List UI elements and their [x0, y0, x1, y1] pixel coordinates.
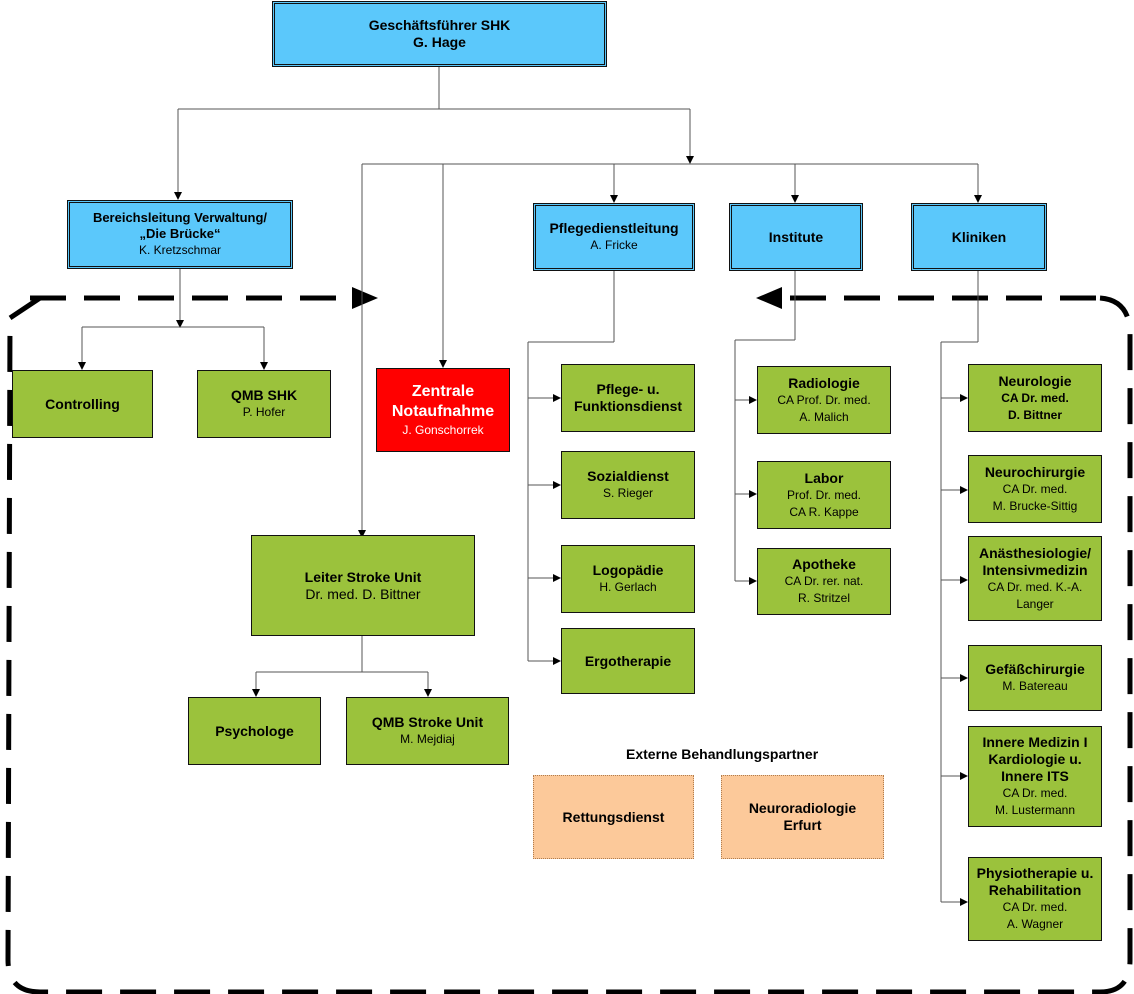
innere-line2: M. Lustermann	[994, 803, 1076, 817]
anaesthesie-title-2: Intensivmedizin	[982, 561, 1088, 578]
apotheke-line1: CA Dr. rer. nat.	[784, 574, 864, 588]
neurologie-title: Neurologie	[998, 372, 1072, 389]
physio-line1: CA Dr. med.	[1002, 900, 1068, 914]
anaesthesie-box: Anästhesiologie/ Intensivmedizin CA Dr. …	[968, 536, 1102, 621]
dashed-arrow-left	[756, 287, 782, 309]
apotheke-box: Apotheke CA Dr. rer. nat. R. Stritzel	[757, 548, 891, 615]
qmb-stroke-title: QMB Stroke Unit	[371, 714, 484, 730]
physio-title-2: Rehabilitation	[988, 882, 1082, 898]
anaesthesie-line2: Langer	[1016, 596, 1054, 611]
kliniken-title: Kliniken	[951, 228, 1007, 245]
psychologe-box: Psychologe	[188, 697, 321, 765]
notaufnahme-box: Zentrale Notaufnahme J. Gonschorrek	[376, 368, 510, 452]
physio-line2: A. Wagner	[1006, 917, 1064, 931]
neuroradiologie-title-2: Erfurt	[783, 817, 822, 833]
notaufnahme-name: J. Gonschorrek	[402, 422, 484, 437]
gefaess-title: Gefäßchirurgie	[985, 661, 1085, 677]
ergotherapie-title: Ergotherapie	[584, 652, 672, 669]
radiologie-line2: A. Malich	[799, 409, 849, 424]
labor-line2: CA R. Kappe	[789, 504, 859, 519]
anaesthesie-title-1: Anästhesiologie/	[978, 544, 1092, 561]
pflegedienstleitung-box: Pflegedienstleitung A. Fricke	[533, 203, 695, 271]
gefaess-box: Gefäßchirurgie M. Batereau	[968, 645, 1102, 711]
labor-line1: Prof. Dr. med.	[786, 487, 862, 502]
innere-title-1: Innere Medizin I	[982, 734, 1088, 750]
stroke-unit-title: Leiter Stroke Unit	[304, 568, 422, 585]
stroke-unit-box: Leiter Stroke Unit Dr. med. D. Bittner	[251, 535, 475, 636]
apotheke-title: Apotheke	[792, 556, 856, 572]
labor-box: Labor Prof. Dr. med. CA R. Kappe	[757, 461, 891, 529]
neurologie-line1: CA Dr. med.	[1001, 390, 1069, 405]
kliniken-box: Kliniken	[911, 203, 1047, 271]
pflege-title-1: Pflege- u.	[596, 381, 660, 397]
anaesthesie-line1: CA Dr. med. K.-A.	[987, 579, 1083, 594]
sozialdienst-name: S. Rieger	[602, 486, 654, 500]
neurochirurgie-box: Neurochirurgie CA Dr. med. M. Brucke-Sit…	[968, 455, 1102, 523]
logopaedie-name: H. Gerlach	[599, 580, 657, 594]
sozialdienst-title: Sozialdienst	[587, 468, 669, 484]
neuroradiologie-title-1: Neuroradiologie	[748, 800, 857, 816]
verwaltung-title-1: Bereichsleitung Verwaltung/	[92, 210, 268, 225]
rettungsdienst-box: Rettungsdienst	[533, 775, 694, 859]
institute-title: Institute	[768, 228, 824, 245]
controlling-box: Controlling	[12, 370, 153, 438]
notaufnahme-title-2: Notaufnahme	[391, 402, 495, 420]
stroke-unit-name: Dr. med. D. Bittner	[305, 585, 421, 602]
gefaess-name: M. Batereau	[1002, 679, 1068, 693]
extern-heading: Externe Behandlungspartner	[626, 746, 819, 762]
radiologie-box: Radiologie CA Prof. Dr. med. A. Malich	[757, 366, 891, 434]
verwaltung-name: K. Kretzschmar	[138, 243, 222, 257]
radiologie-line1: CA Prof. Dr. med.	[777, 392, 871, 407]
physio-box: Physiotherapie u. Rehabilitation CA Dr. …	[968, 857, 1102, 941]
labor-title: Labor	[804, 469, 844, 486]
verwaltung-box: Bereichsleitung Verwaltung/ „Die Brücke“…	[67, 200, 293, 269]
neurochirurgie-title: Neurochirurgie	[984, 463, 1086, 480]
logopaedie-box: Logopädie H. Gerlach	[561, 545, 695, 613]
pflege-title-2: Funktionsdienst	[573, 398, 683, 414]
innere-title-3: Innere ITS	[1001, 768, 1069, 784]
logopaedie-title: Logopädie	[592, 562, 664, 578]
neuroradiologie-box: Neuroradiologie Erfurt	[721, 775, 884, 859]
innere-line1: CA Dr. med.	[1002, 786, 1068, 800]
notaufnahme-title-1: Zentrale	[411, 382, 475, 400]
ergotherapie-box: Ergotherapie	[561, 628, 695, 694]
institute-box: Institute	[729, 203, 863, 271]
apotheke-line2: R. Stritzel	[797, 591, 850, 605]
innere-title-2: Kardiologie u.	[988, 751, 1082, 767]
dashed-arrow-right	[352, 287, 378, 309]
neurochirurgie-line1: CA Dr. med.	[1002, 481, 1068, 496]
qmb-shk-name: P. Hofer	[242, 405, 286, 419]
qmb-stroke-name: M. Mejdiaj	[400, 732, 455, 746]
qmb-shk-box: QMB SHK P. Hofer	[197, 370, 331, 438]
pflege-box: Pflege- u. Funktionsdienst	[561, 364, 695, 432]
ceo-name: G. Hage	[413, 34, 466, 50]
controlling-title: Controlling	[45, 395, 120, 412]
neurochirurgie-line2: M. Brucke-Sittig	[992, 498, 1078, 513]
pflegedienstleitung-title: Pflegedienstleitung	[549, 220, 679, 236]
psychologe-title: Psychologe	[215, 722, 294, 739]
qmb-shk-title: QMB SHK	[230, 387, 298, 403]
pflegedienstleitung-name: A. Fricke	[590, 238, 638, 252]
verwaltung-title-2: „Die Brücke“	[139, 226, 221, 241]
physio-title-1: Physiotherapie u.	[976, 865, 1094, 881]
dashed-boundary	[5, 295, 1133, 994]
innere-box: Innere Medizin I Kardiologie u. Innere I…	[968, 726, 1102, 827]
qmb-stroke-box: QMB Stroke Unit M. Mejdiaj	[346, 697, 509, 765]
ceo-title: Geschäftsführer SHK	[368, 17, 511, 33]
neurologie-box: Neurologie CA Dr. med. D. Bittner	[968, 364, 1102, 432]
sozialdienst-box: Sozialdienst S. Rieger	[561, 451, 695, 519]
ceo-box: Geschäftsführer SHK G. Hage	[272, 1, 607, 67]
rettungsdienst-title: Rettungsdienst	[562, 808, 665, 825]
radiologie-title: Radiologie	[788, 374, 860, 391]
neurologie-line2: D. Bittner	[1008, 407, 1062, 422]
